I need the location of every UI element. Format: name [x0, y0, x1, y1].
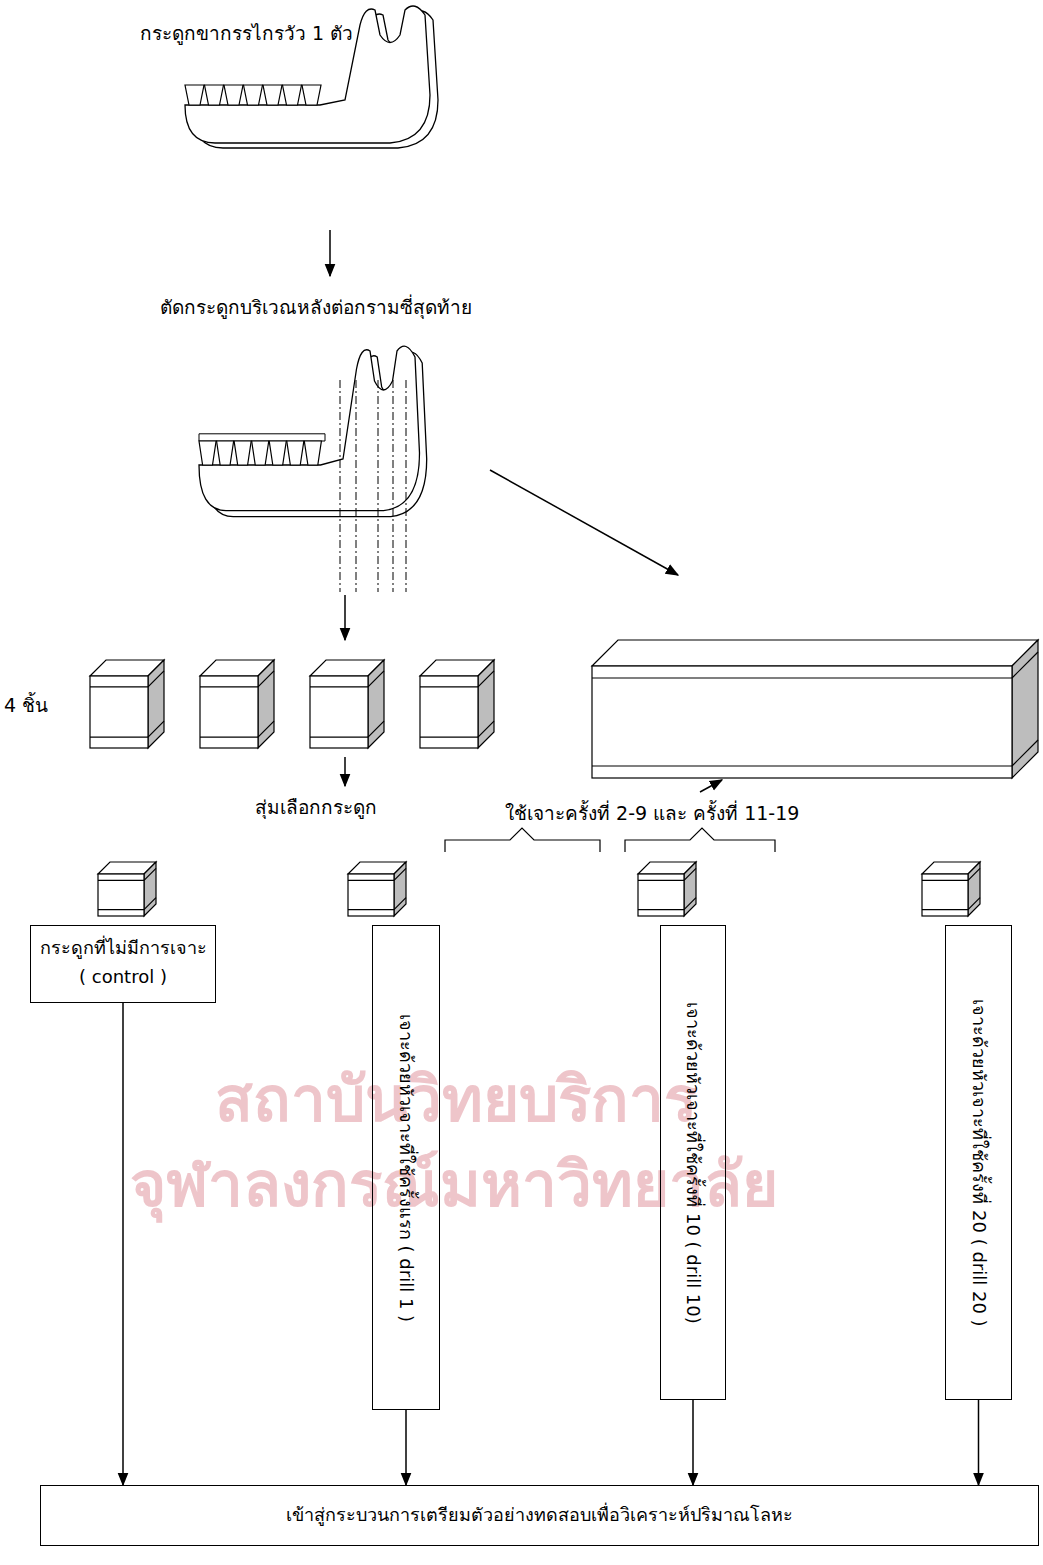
bone-block — [592, 640, 1038, 778]
drill-box: เจาะด้วยหัวเจาะที่ใช้ครั้งแรก ( drill 1 … — [372, 925, 440, 1410]
bone-block — [922, 862, 980, 916]
bone-block — [310, 660, 384, 748]
flow-connector — [978, 1400, 980, 1485]
bone-block — [200, 660, 274, 748]
bone-block — [638, 862, 696, 916]
flow-connector — [692, 1400, 694, 1485]
box-text: เจาะด้วยหัวเจาะที่ใช้ครั้งที่ 10 ( drill… — [679, 1002, 708, 1324]
bone-block — [420, 660, 494, 748]
result-box: เข้าสู่กระบวนการเตรียมตัวอย่างทดสอบเพื่อ… — [40, 1485, 1039, 1546]
box-text: เจาะด้วยหัวเจาะที่ใช้ครั้งแรก ( drill 1 … — [392, 1013, 421, 1321]
brackets — [445, 828, 775, 852]
step-label: กระดูกขากรรไกรวัว 1 ตัว — [140, 18, 353, 48]
box-text: กระดูกที่ไม่มีการเจาะ ( control ) — [31, 926, 215, 1000]
watermark: จุฬาลงกรณ์มหาวิทยาลัย — [130, 1135, 778, 1233]
bone-block — [90, 660, 164, 748]
bone-block — [98, 862, 156, 916]
drill-box: เจาะด้วยหัวเจาะที่ใช้ครั้งที่ 20 ( drill… — [945, 925, 1012, 1400]
control-box: กระดูกที่ไม่มีการเจาะ ( control ) — [30, 925, 216, 1003]
step-label: ตัดกระดูกบริเวณหลังต่อกรามซี่สุดท้าย — [160, 292, 472, 322]
bone-block — [348, 862, 406, 916]
drill-box: เจาะด้วยหัวเจาะที่ใช้ครั้งที่ 10 ( drill… — [660, 925, 726, 1400]
watermark: สถาบันวิทยบริการ — [215, 1050, 697, 1148]
bone-pieces — [90, 640, 1038, 916]
flow-connector — [405, 1410, 407, 1485]
step-label: 4 ชิ้น — [4, 690, 48, 720]
step-label: สุ่มเลือกกระดูก — [255, 792, 377, 822]
flow-connector — [122, 1003, 124, 1485]
box-text: เจาะด้วยหัวเจาะที่ใช้ครั้งที่ 20 ( drill… — [964, 999, 993, 1326]
cut-lines — [340, 380, 406, 592]
step-label: ใช้เจาะครั้งที่ 2-9 และ ครั้งที่ 11-19 — [505, 798, 799, 828]
box-text: เข้าสู่กระบวนการเตรียมตัวอย่างทดสอบเพื่อ… — [280, 1493, 799, 1538]
